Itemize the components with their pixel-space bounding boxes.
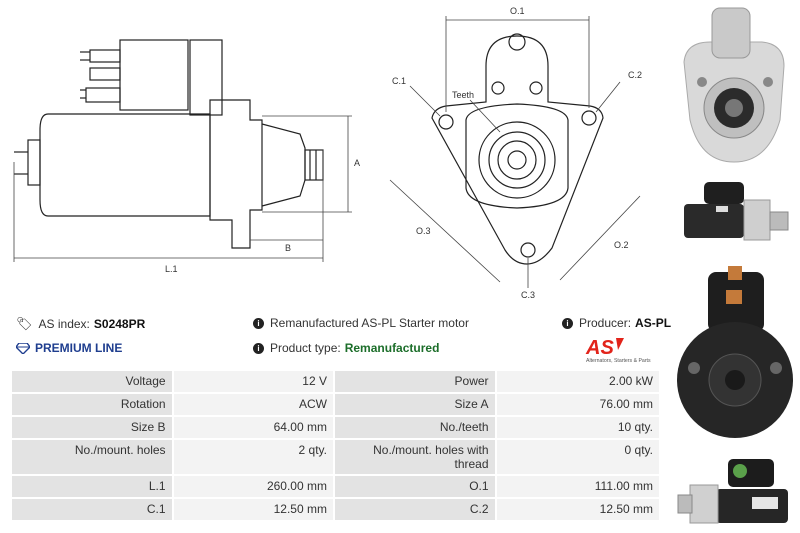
dim-c3: C.3 [521,290,535,300]
as-logo: AS Alternators, Starters & Parts [585,337,651,364]
info-icon: i [253,342,264,354]
info-icon: i [253,317,264,329]
spec-value: 76.00 mm [496,394,659,415]
label-teeth: Teeth [452,90,474,100]
dim-o1: O.1 [510,6,525,16]
tags-icon: 🏷 [16,316,33,331]
spec-value: ACW [173,394,333,415]
spec-label: Size B [12,417,172,438]
svg-text:AS: AS [585,337,614,359]
spec-label: No./teeth [334,417,495,438]
spec-label: Rotation [12,394,172,415]
producer: i Producer: AS-PL [562,316,671,330]
dim-o2: O.2 [614,240,629,250]
spec-label: Power [334,371,495,392]
product-type-value: Remanufactured [344,341,440,355]
spec-value: 12 V [173,371,333,392]
motor-body [39,113,211,217]
solenoid-body [119,39,189,111]
dim-c2: C.2 [628,70,642,80]
spec-label: Size A [334,394,495,415]
info-icon: i [562,317,573,329]
svg-text:Alternators, Starters & Parts: Alternators, Starters & Parts [586,358,651,364]
dim-b: B [285,243,291,253]
diamond-icon [16,342,30,354]
photo-rear[interactable] [672,262,798,452]
technical-drawing: L.1 B A O.1 C.1 C.2 Teeth O.3 O.2 C.3 [13,6,642,300]
product-type-label: Product type: [270,341,341,355]
front-view [431,33,604,265]
product-type: i Product type: Remanufactured [253,341,439,355]
premium-line: PREMIUM LINE [16,341,122,355]
spec-value: 0 qty. [496,440,659,474]
spec-label: Voltage [12,371,172,392]
spec-label: C.2 [334,499,495,520]
description: i Remanufactured AS-PL Starter motor [253,316,469,330]
description-text: Remanufactured AS-PL Starter motor [270,316,469,330]
dim-l1: L.1 [165,264,178,274]
as-index-label: AS index: [38,317,90,331]
spec-label: O.1 [334,476,495,497]
spec-value: 2.00 kW [496,371,659,392]
spec-label: No./mount. holes with thread [334,440,495,474]
producer-value: AS-PL [635,316,672,330]
spec-value: 12.50 mm [173,499,333,520]
dim-c1: C.1 [392,76,406,86]
spec-value: 111.00 mm [496,476,659,497]
photo-front[interactable] [672,2,798,172]
dim-a: A [354,158,360,168]
as-index: 🏷 AS index: S0248PR [16,316,145,332]
spec-value: 12.50 mm [496,499,659,520]
producer-label: Producer: [579,316,632,330]
as-index-value: S0248PR [93,317,146,331]
spec-label: C.1 [12,499,172,520]
photo-side[interactable] [676,176,794,246]
dim-o3: O.3 [416,226,431,236]
spec-label: No./mount. holes [12,440,172,474]
photo-top[interactable] [676,455,794,531]
spec-label: L.1 [12,476,172,497]
spec-value: 260.00 mm [173,476,333,497]
spec-value: 64.00 mm [173,417,333,438]
spec-value: 10 qty. [496,417,659,438]
spec-value: 2 qty. [173,440,333,474]
premium-line-text: PREMIUM LINE [35,341,123,355]
